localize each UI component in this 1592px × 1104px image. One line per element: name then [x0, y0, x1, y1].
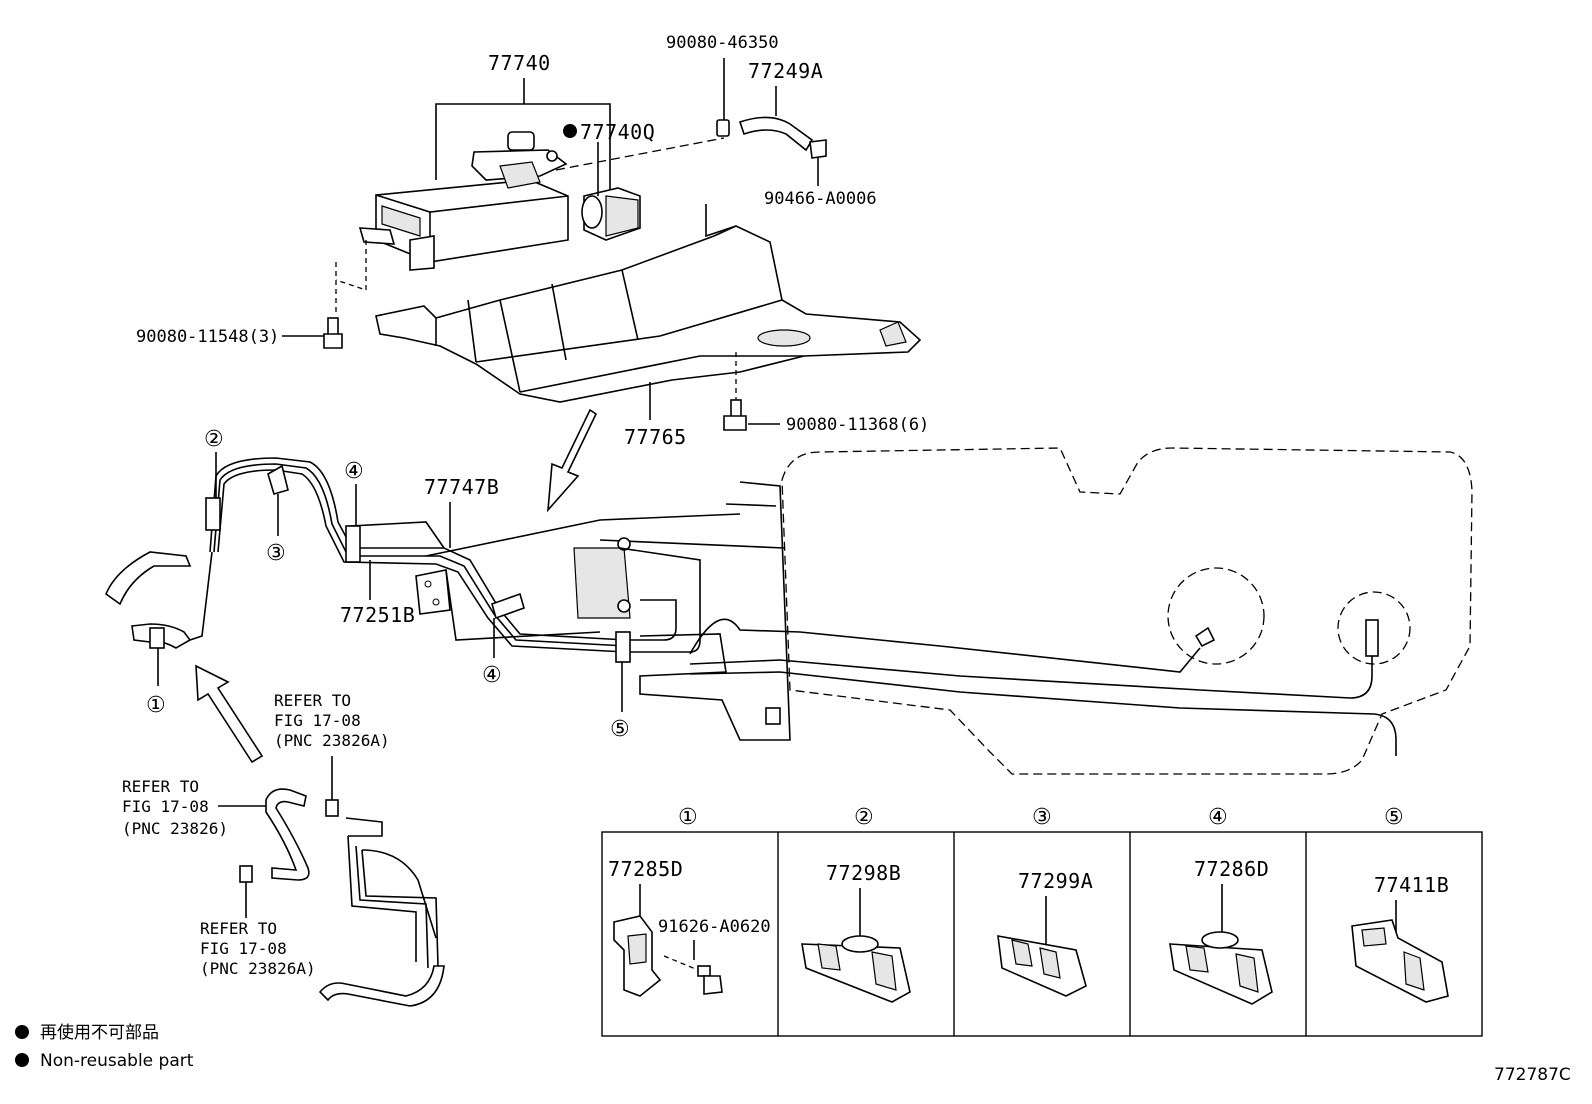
clamp-detail-table	[601, 831, 1483, 1037]
bolt-icon[interactable]	[716, 119, 730, 137]
legend-en: Non-reusable part	[40, 1051, 194, 1071]
clip-icon[interactable]	[809, 139, 827, 159]
refer-1-line3: (PNC 23826A)	[274, 731, 390, 750]
refer-2-line2: FIG 17-08	[122, 797, 209, 816]
refer-3-line1: REFER TO	[200, 919, 277, 938]
clamp-77285D[interactable]	[613, 915, 662, 997]
callout-77765: 77765	[624, 425, 687, 449]
table-header-3: ③	[1032, 805, 1052, 830]
cell-5-part: 77411B	[1374, 873, 1449, 897]
filler-vent-hoses[interactable]	[239, 788, 445, 1007]
clamp-2-icon[interactable]	[205, 497, 221, 531]
callout-77249A: 77249A	[748, 59, 823, 83]
clamp-marker-5: ⑤	[610, 717, 630, 742]
canister-protector[interactable]	[375, 204, 922, 403]
table-header-4: ④	[1208, 805, 1228, 830]
callout-77740: 77740	[488, 51, 551, 75]
figure-id: 772787C	[1494, 1065, 1571, 1085]
callout-77251B: 77251B	[340, 603, 415, 627]
refer-3-line2: FIG 17-08	[200, 939, 287, 958]
refer-1-line1: REFER TO	[274, 691, 351, 710]
refer-2-line1: REFER TO	[122, 777, 199, 796]
clamp-marker-4: ④	[344, 459, 364, 484]
arrow-down-icon	[546, 408, 598, 513]
clamp-77286D[interactable]	[1169, 931, 1273, 1005]
clamp-1-icon[interactable]	[149, 627, 165, 649]
callout-90080-11548: 90080-11548(3)	[136, 327, 279, 347]
table-header-1: ①	[678, 805, 698, 830]
fuel-tank-outline	[781, 447, 1473, 775]
arrow-up-icon	[195, 664, 264, 764]
bolt-icon[interactable]	[323, 317, 343, 349]
legend-bullet-icon	[15, 1025, 29, 1039]
cell-4-part: 77286D	[1194, 857, 1269, 881]
clamp-3-icon[interactable]	[267, 464, 289, 495]
cell-1-sub: 91626-A0620	[658, 917, 771, 937]
refer-3-line3: (PNC 23826A)	[200, 959, 316, 978]
clamp-77298B[interactable]	[801, 935, 911, 1003]
fuel-tube-bundle[interactable]	[105, 457, 1397, 756]
clamp-5-icon[interactable]	[615, 631, 631, 663]
bolt-icon[interactable]	[697, 965, 723, 995]
legend-ja: 再使用不可部品	[40, 1022, 159, 1043]
callout-90080-11368: 90080-11368(6)	[786, 415, 929, 435]
callout-77740Q: 77740Q	[580, 120, 655, 144]
callout-90080-46350: 90080-46350	[666, 33, 779, 53]
table-header-2: ②	[854, 805, 874, 830]
table-header-5: ⑤	[1384, 805, 1404, 830]
clamp-77299A[interactable]	[997, 935, 1087, 997]
clamp-marker-3: ③	[266, 541, 286, 566]
legend-bullet-icon	[15, 1053, 29, 1067]
cell-1-part: 77285D	[608, 857, 683, 881]
bolt-icon[interactable]	[723, 399, 747, 431]
clamp-marker-1: ①	[146, 693, 166, 718]
clamp-4-icon[interactable]	[345, 525, 361, 563]
hose-77249A[interactable]	[738, 116, 814, 152]
clamp-4b-icon[interactable]	[491, 592, 525, 620]
frame-crossmember	[415, 481, 791, 741]
cell-2-part: 77298B	[826, 861, 901, 885]
clamp-marker-2: ②	[204, 427, 224, 452]
refer-2-line3: (PNC 23826)	[122, 819, 228, 838]
callout-90466-A0006: 90466-A0006	[764, 189, 877, 209]
callout-77747B: 77747B	[424, 475, 499, 499]
canister-assembly[interactable]	[335, 78, 725, 316]
clamp-marker-4b: ④	[482, 663, 502, 688]
cell-3-part: 77299A	[1018, 869, 1093, 893]
non-reusable-bullet-icon	[563, 124, 577, 138]
clamp-77411B[interactable]	[1351, 919, 1449, 1003]
refer-1-line2: FIG 17-08	[274, 711, 361, 730]
